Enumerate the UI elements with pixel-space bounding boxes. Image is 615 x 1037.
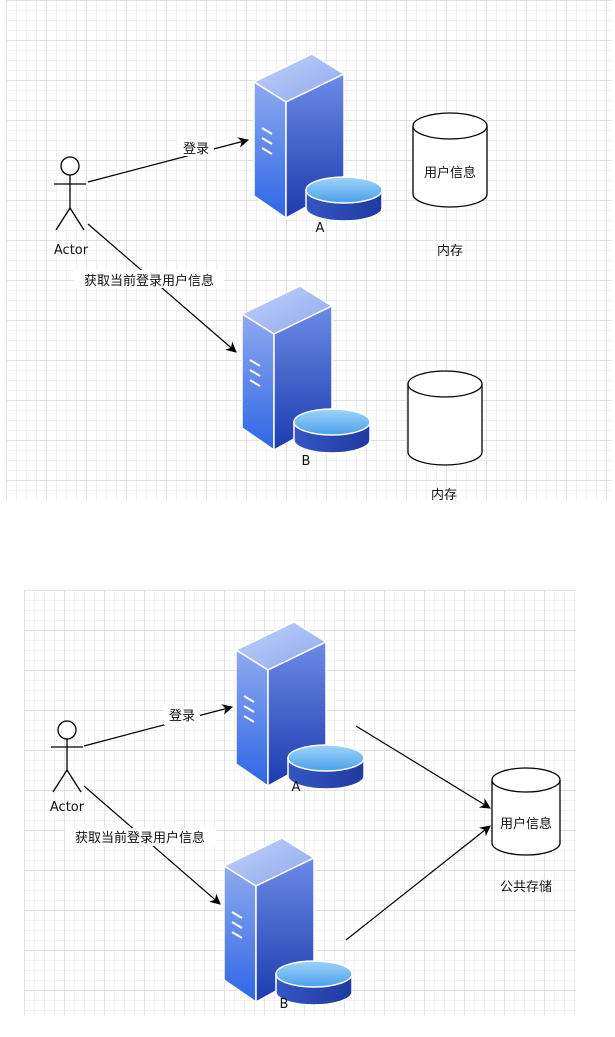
database-icon-memory-a[interactable] xyxy=(412,112,488,208)
shared-storage-label: 公共存储 xyxy=(500,880,552,895)
memory-a-label: 内存 xyxy=(437,243,463,259)
server-b-to-storage-arrow[interactable] xyxy=(345,825,491,941)
database-icon-shared-storage[interactable] xyxy=(491,767,561,856)
fetch-label-top: 获取当前登录用户信息 xyxy=(84,273,214,289)
shared-db-label: 用户信息 xyxy=(500,816,552,832)
login-arrow-top[interactable] xyxy=(87,137,250,183)
actor-figure-bottom[interactable] xyxy=(51,720,83,793)
actor-label-top: Actor xyxy=(54,243,89,258)
fetch-label-bottom: 获取当前登录用户信息 xyxy=(75,830,205,846)
top-diagram: Actor 登录 获取当前登录用户信息 A B 用户信息 内存 内存 xyxy=(54,53,488,503)
db-a-label-top: 用户信息 xyxy=(424,165,476,181)
server-a-to-storage-arrow[interactable] xyxy=(355,725,491,809)
bottom-diagram: Actor 登录 获取当前登录用户信息 A B 用户信息 公共存储 xyxy=(50,621,561,1012)
login-label-bottom: 登录 xyxy=(169,709,195,724)
server-b-label-bottom: B xyxy=(280,997,289,1012)
server-b-label-top: B xyxy=(302,454,311,469)
login-arrow-bottom[interactable] xyxy=(83,704,234,747)
server-a-label-top: A xyxy=(316,221,325,236)
actor-figure-top[interactable] xyxy=(54,156,86,231)
memory-b-label: 内存 xyxy=(431,487,457,503)
server-b-icon-top[interactable] xyxy=(241,285,371,454)
server-a-label-bottom: A xyxy=(292,780,301,795)
server-b-icon-bottom[interactable] xyxy=(223,837,353,1006)
server-a-icon-bottom[interactable] xyxy=(235,621,365,790)
actor-label-bottom: Actor xyxy=(50,800,85,815)
database-icon-memory-b[interactable] xyxy=(407,370,483,466)
login-label-top: 登录 xyxy=(183,142,209,157)
server-a-icon-top[interactable] xyxy=(253,53,383,222)
